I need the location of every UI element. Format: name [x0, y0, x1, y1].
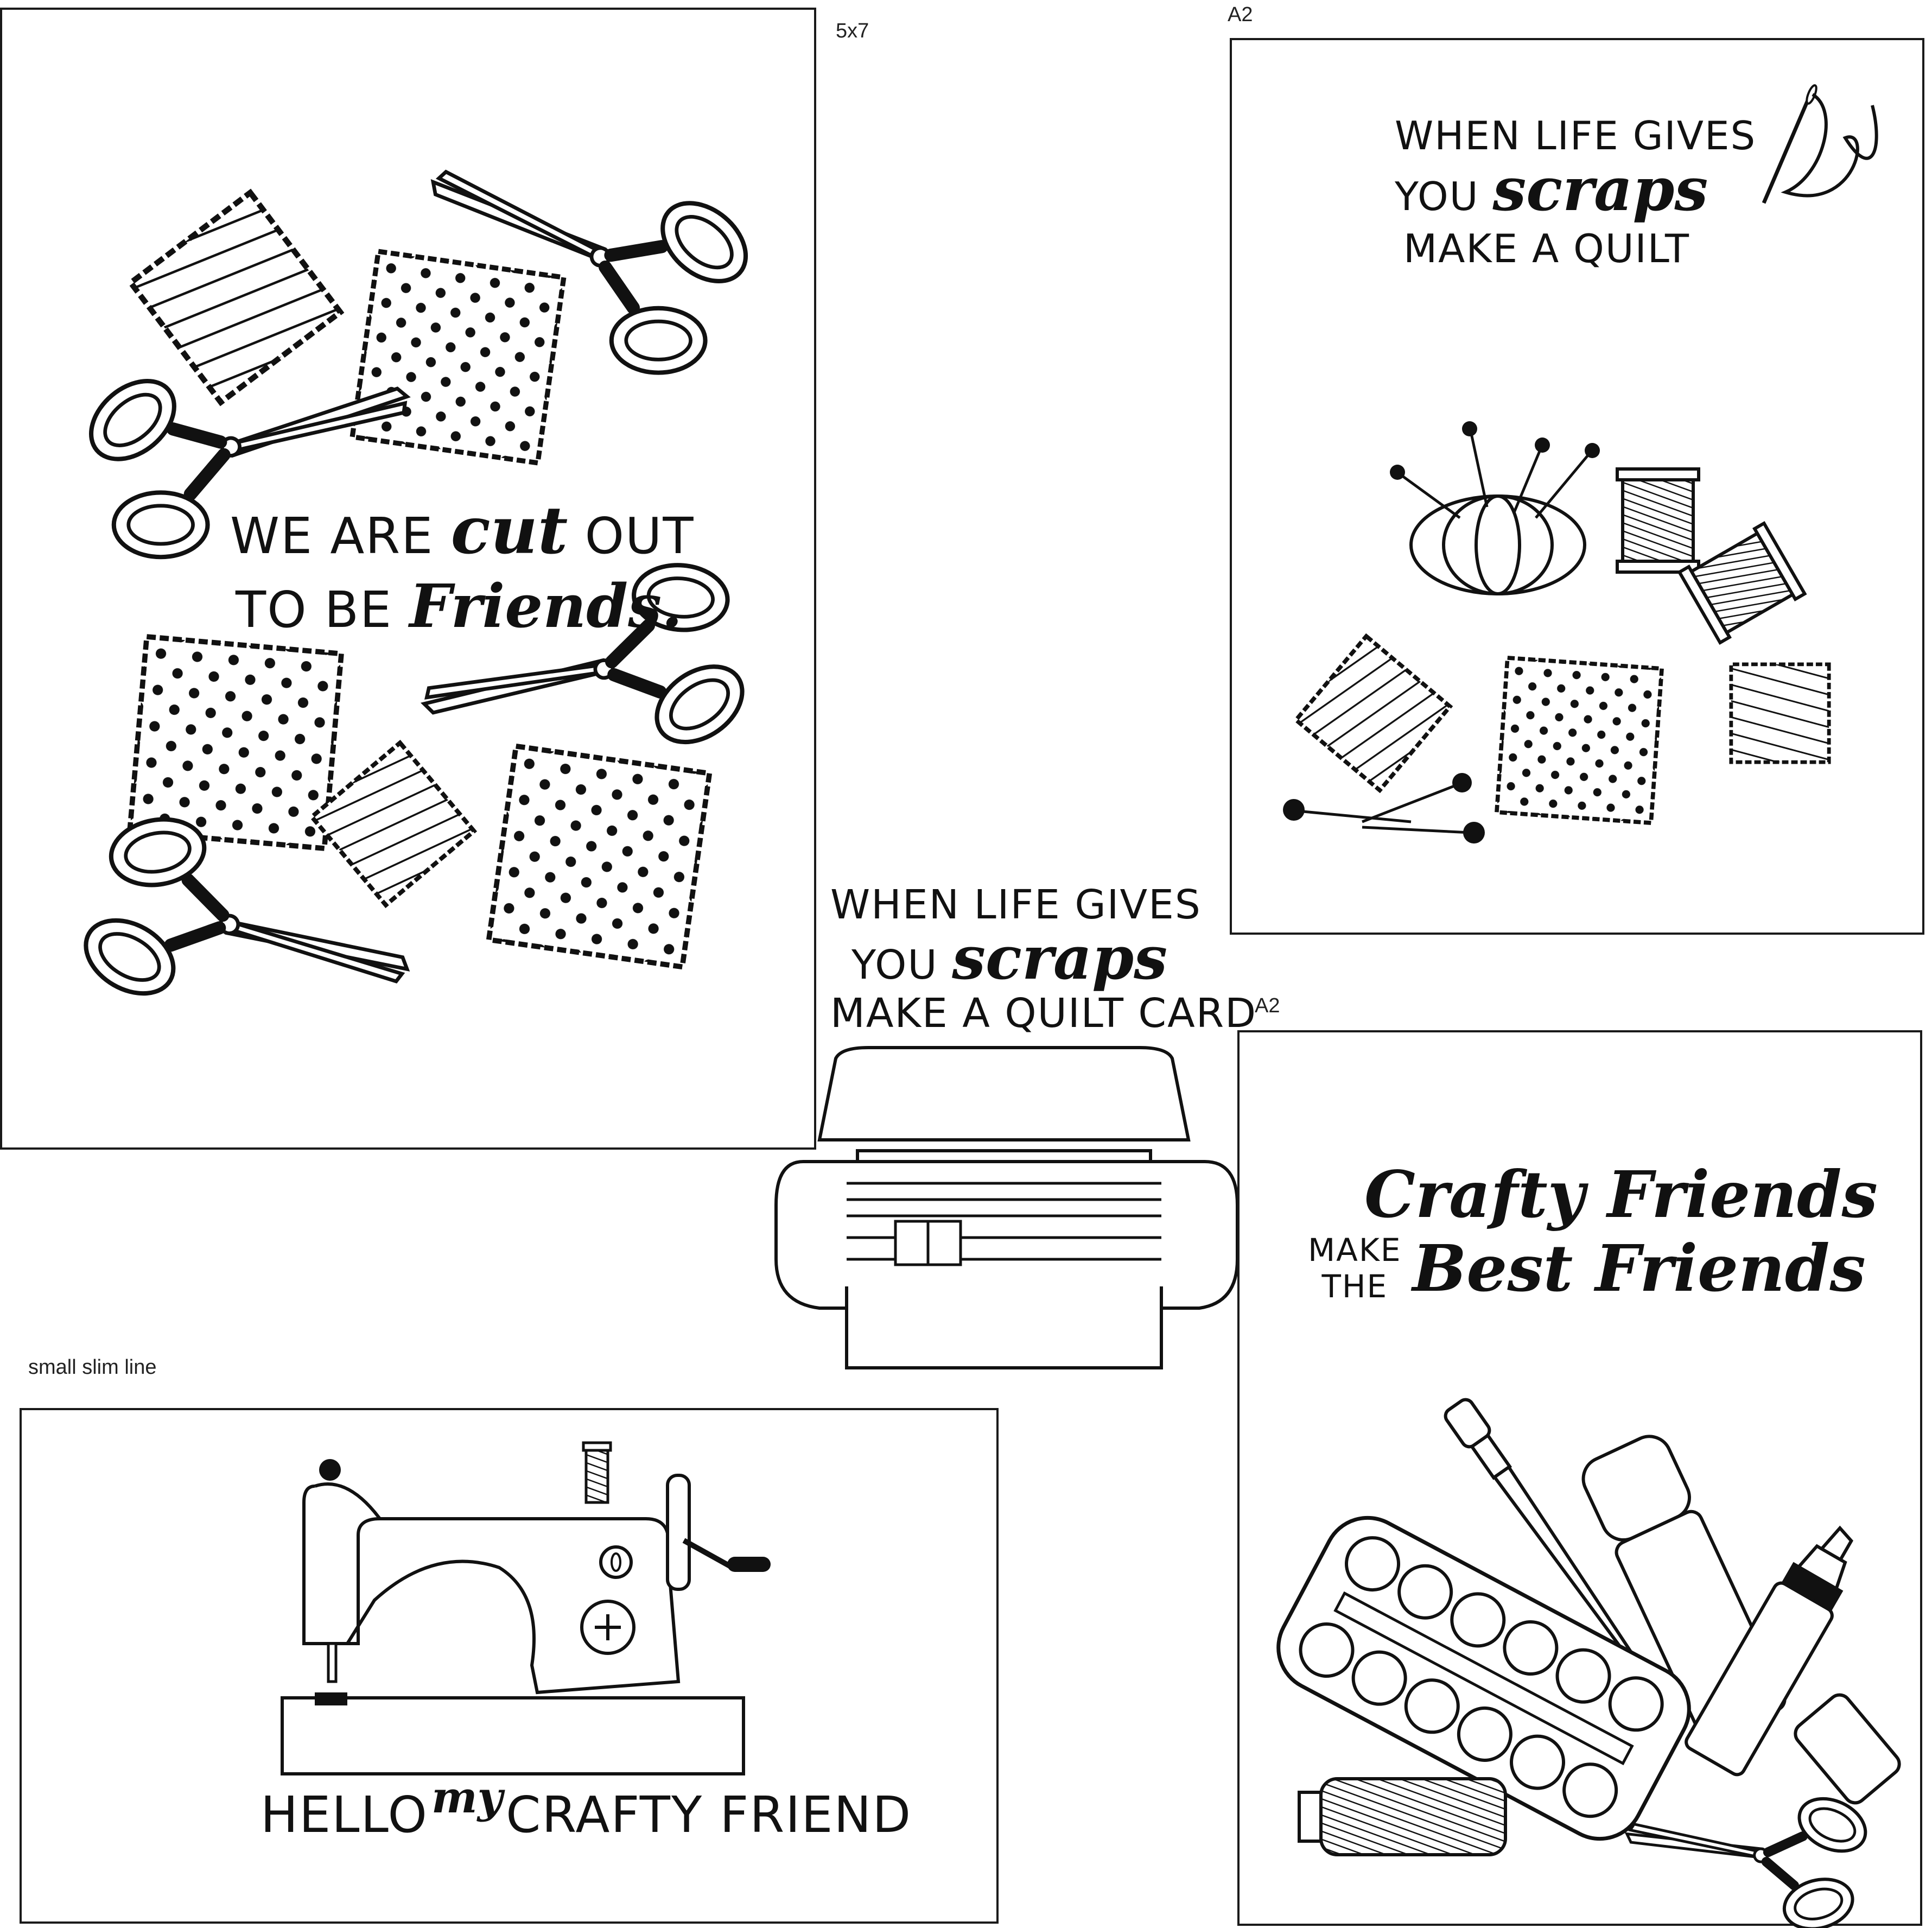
thread-spool-icon [1617, 469, 1699, 572]
sentiment-text: OUT [584, 507, 695, 565]
sentiment-text: MAKE A QUILT [1403, 226, 1690, 271]
size-label-a2-top: A2 [1228, 3, 1253, 26]
sewing-machine-icon [22, 1410, 771, 1926]
sentiment-script-text: Friends. [409, 571, 683, 641]
center-title-line: MAKE A QUILT CARD [830, 990, 1257, 1037]
polka-dot-fabric-icon [130, 637, 341, 848]
polka-dot-fabric-icon [1497, 658, 1662, 823]
sentiment-text: WE ARE [230, 507, 434, 565]
paintbrush-icon [1442, 1397, 1654, 1681]
sentiment-script-text: Crafty Friends [1364, 1157, 1878, 1232]
center-title: WHEN LIFE GIVES YOU scraps MAKE A QUILT … [830, 881, 1257, 1037]
paint-palette-icon [1263, 1502, 1704, 1854]
sentiment-script-text: my [431, 1772, 503, 1823]
center-title-script: scraps [952, 923, 1168, 993]
center-title-line: YOU [851, 942, 938, 988]
size-label-slimline: small slim line [28, 1356, 157, 1379]
card-a2-scraps-quilt: WHEN LIFE GIVES YOU scraps MAKE A QUILT [1230, 38, 1924, 935]
sentiment-text: YOU [1395, 174, 1479, 219]
striped-fabric-icon [1289, 630, 1457, 797]
marker-icon [1683, 1514, 1873, 1777]
sentiment-text: CRAFTY FRIEND [506, 1786, 912, 1844]
sentiment-cut-out-friends: WE ARE cut OUT TO BE Friends. [230, 498, 694, 639]
sentiment-text: TO BE [236, 581, 393, 639]
sentiment-script-text: cut [450, 492, 568, 569]
marker-cap-icon [1791, 1690, 1904, 1807]
card-slimline-crafty-friend: HELLOmyCRAFTY FRIEND [20, 1408, 999, 1924]
cutting-machine-icon [771, 1042, 1259, 1368]
sentiment-script-text: Best Friends [1412, 1230, 1866, 1306]
sentiment-scraps-quilt: WHEN LIFE GIVES YOU scraps MAKE A QUILT [1395, 113, 1757, 271]
sentiment-text: WHEN LIFE GIVES [1395, 113, 1757, 158]
card-a2-bottom-illustration [1240, 1032, 1924, 1928]
card-a2-top-illustration [1283, 40, 1927, 844]
polka-dot-fabric-icon [489, 746, 710, 967]
thread-spool-icon [1680, 523, 1805, 643]
thread-spool-icon [1299, 1779, 1505, 1855]
card-5x7: WE ARE cut OUT TO BE Friends. [0, 8, 816, 1150]
center-title-line: WHEN LIFE GIVES [830, 881, 1202, 928]
card-a2-crafty-friends: Crafty Friends MAKE THE Best Friends [1237, 1030, 1922, 1926]
sentiment-crafty-friends: Crafty Friends MAKE THE Best Friends [1308, 1157, 1878, 1304]
size-label-a2-bottom: A2 [1255, 994, 1280, 1017]
size-label-5x7: 5x7 [836, 20, 869, 42]
sewing-pin-icon [1283, 773, 1485, 844]
sentiment-script-text: scraps [1492, 154, 1708, 224]
sentiment-text: THE [1321, 1267, 1388, 1305]
sentiment-text: MAKE [1308, 1232, 1402, 1269]
striped-fabric-icon [1682, 616, 1878, 811]
needle-icon [1764, 84, 1877, 203]
polka-dot-fabric-icon [352, 251, 564, 463]
sentiment-text: HELLO [260, 1786, 428, 1844]
sentiment-hello-crafty-friend: HELLOmyCRAFTY FRIEND [260, 1775, 911, 1840]
pincushion-icon [1390, 421, 1600, 594]
